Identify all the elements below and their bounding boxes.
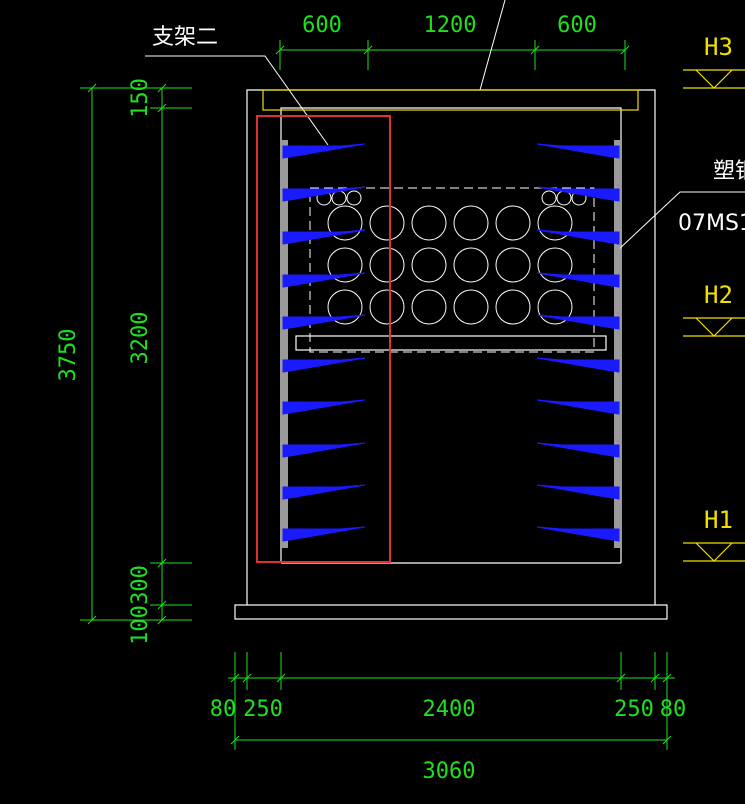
label-code: 07MS1 bbox=[678, 211, 745, 236]
bracket-arm-right bbox=[536, 442, 620, 458]
bracket-arm-right bbox=[536, 484, 620, 500]
bracket-arm-right bbox=[536, 399, 620, 415]
bottom-dimensions bbox=[228, 652, 675, 750]
dim-left-3200: 3200 bbox=[128, 312, 153, 365]
bracket-arm-right bbox=[536, 314, 620, 330]
dim-bottom-2400: 2400 bbox=[423, 697, 476, 722]
dim-left-total: 3750 bbox=[56, 329, 81, 382]
cable-group bbox=[316, 190, 587, 325]
bracket-arm-left bbox=[282, 442, 366, 458]
material-leader bbox=[617, 191, 745, 251]
dim-top-left: 600 bbox=[302, 13, 342, 38]
bracket-arm-left bbox=[282, 399, 366, 415]
dim-left-100: 100 bbox=[128, 605, 153, 645]
bracket-arm-left bbox=[282, 314, 366, 330]
level-h1: H1 bbox=[704, 506, 733, 534]
bracket-arm-right bbox=[536, 186, 620, 202]
dim-bottom-80-left: 80 bbox=[210, 697, 237, 722]
label-material: 塑钢 bbox=[713, 159, 745, 184]
highlight-box bbox=[256, 115, 391, 563]
bracket-arm-left bbox=[282, 186, 366, 202]
dim-left-150: 150 bbox=[128, 78, 153, 118]
left-dimensions bbox=[80, 83, 192, 625]
bracket-leader bbox=[145, 55, 329, 146]
top-dimensions bbox=[275, 40, 630, 70]
cable-zone-dashed bbox=[309, 187, 595, 353]
bracket-arm-right bbox=[536, 272, 620, 288]
label-bracket: 支架二 bbox=[152, 25, 218, 50]
bracket-arm-right bbox=[536, 357, 620, 373]
level-h3: H3 bbox=[704, 33, 733, 61]
bracket-arm-left bbox=[282, 484, 366, 500]
bracket-arm-right bbox=[536, 143, 620, 159]
top-slab bbox=[262, 89, 639, 111]
bracket-arm-left bbox=[282, 357, 366, 373]
structure-outline bbox=[234, 89, 668, 620]
dim-top-middle: 1200 bbox=[424, 13, 477, 38]
dim-bottom-total: 3060 bbox=[423, 759, 476, 784]
bracket-arm-left bbox=[282, 143, 366, 159]
right-post bbox=[614, 140, 620, 548]
top-leader-line bbox=[479, 0, 506, 91]
bracket-arm-right bbox=[536, 229, 620, 245]
bracket-arm-left bbox=[282, 229, 366, 245]
left-post bbox=[282, 140, 288, 548]
level-h2: H2 bbox=[704, 281, 733, 309]
level-markers bbox=[683, 69, 745, 562]
dim-bottom-250-left: 250 bbox=[243, 697, 283, 722]
bracket-arm-right bbox=[536, 526, 620, 542]
bracket-arm-left bbox=[282, 272, 366, 288]
dim-top-right: 600 bbox=[557, 13, 597, 38]
dim-bottom-250-right: 250 bbox=[614, 697, 654, 722]
bracket-arm-left bbox=[282, 526, 366, 542]
bracket-arms bbox=[282, 143, 620, 542]
dim-bottom-80-right: 80 bbox=[660, 697, 687, 722]
dim-left-300: 300 bbox=[128, 565, 153, 605]
